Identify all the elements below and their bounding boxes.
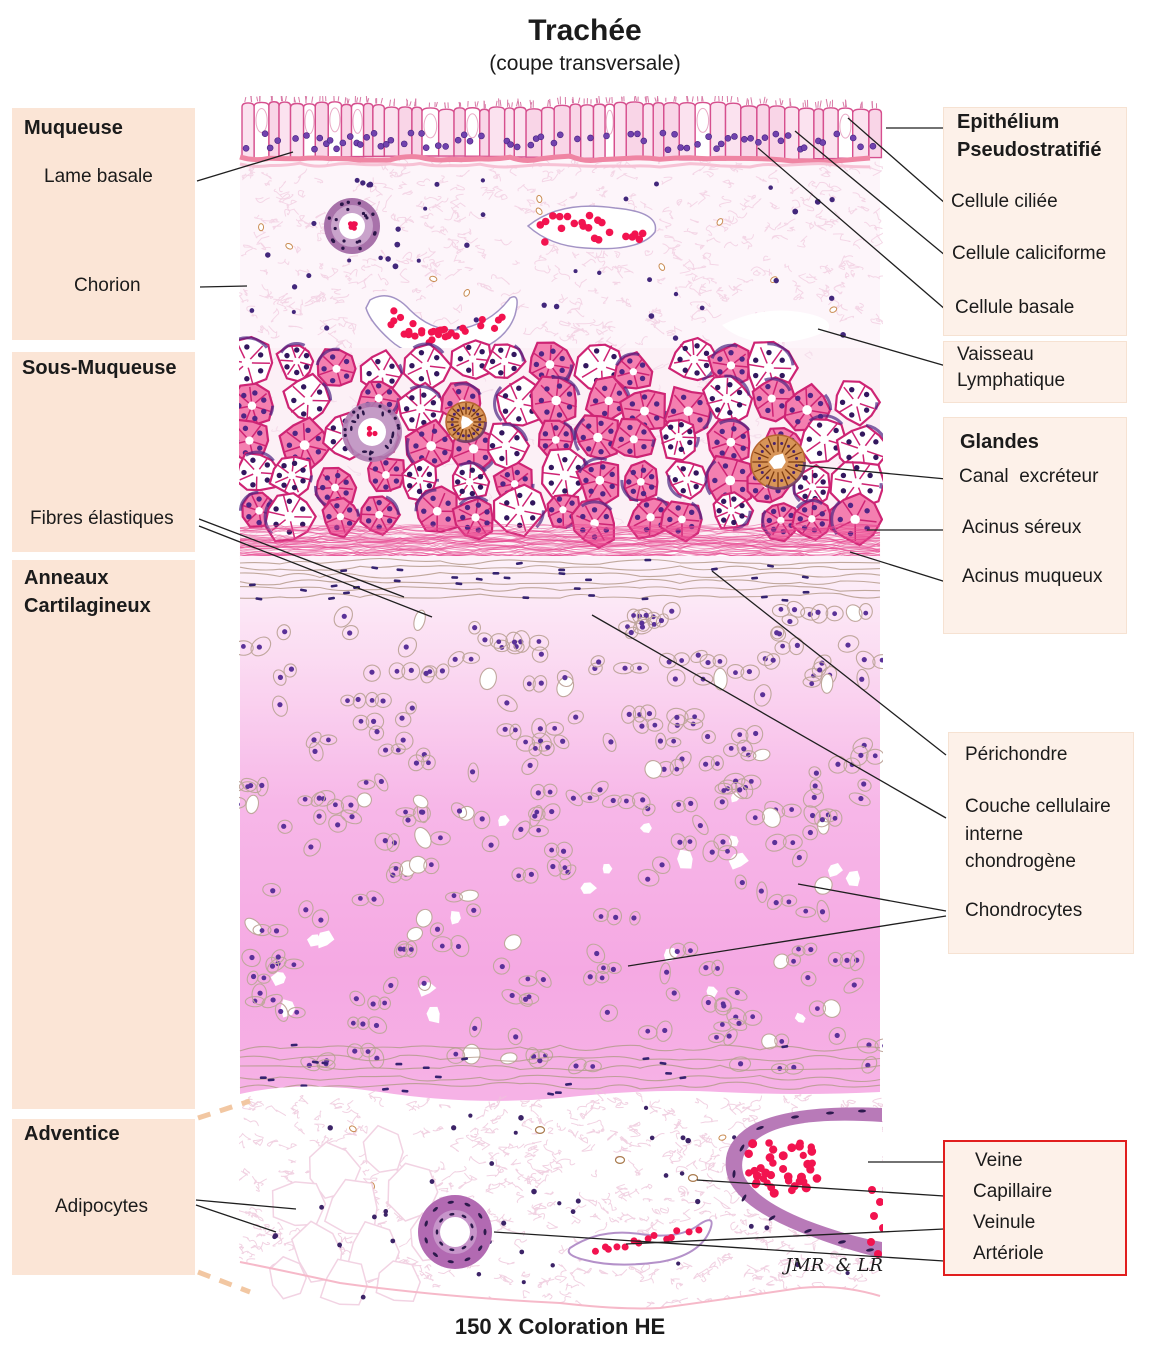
box-epithelium (943, 107, 1127, 336)
dash-adventice-top (197, 1098, 251, 1121)
pointer-adipocytes-2 (195, 1204, 277, 1233)
pointer-chondrocytes-1 (797, 883, 947, 912)
label-cellule-caliciforme: Cellule caliciforme (952, 243, 1107, 264)
label-acinus-sereux: Acinus séreux (962, 517, 1082, 538)
label-cellule-ciliee: Cellule ciliée (951, 191, 1058, 212)
page-subtitle: (coupe transversale) (489, 52, 681, 75)
adventice-dashed-connectors (197, 1098, 251, 1295)
pointer-chondrocytes-2 (627, 915, 947, 967)
label-cellule-basale: Cellule basale (955, 297, 1075, 318)
tissue-layers (239, 96, 883, 1326)
pointer-fibres-elastiques-2 (198, 525, 433, 618)
label-adventice: Adventice (24, 1123, 120, 1145)
pointer-veinule (625, 1228, 945, 1245)
pointer-lame-basale (196, 151, 294, 182)
magnification-caption: 150 X Coloration HE (454, 1314, 666, 1339)
label-epithelium-1: Epithélium (957, 111, 1060, 133)
label-perichondre: Périchondre (965, 744, 1068, 765)
pointer-acinus-muqueux (849, 551, 947, 583)
label-muqueuse: Muqueuse (24, 117, 123, 139)
label-anneaux: Anneaux (24, 567, 109, 589)
box-glandes (943, 417, 1127, 634)
pointer-capillaire (696, 1179, 945, 1197)
box-adventice (12, 1119, 195, 1275)
label-veinule: Veinule (973, 1212, 1036, 1233)
pointer-vaisseau-lymphatique (817, 328, 947, 367)
label-arteriole: Artériole (973, 1243, 1044, 1264)
label-epithelium-2: Pseudostratifié (957, 139, 1102, 161)
pointer-adipocytes-1 (195, 1199, 297, 1210)
box-anneaux-cartilagineux (12, 560, 195, 1109)
dash-adventice-bottom (197, 1269, 251, 1295)
pointer-couche-chondrogene (591, 614, 947, 819)
label-chondrocytes: Chondrocytes (965, 900, 1083, 921)
box-sous-muqueuse (12, 352, 195, 552)
box-vaisseaux-sanguins (943, 1140, 1127, 1276)
label-adipocytes: Adipocytes (55, 1196, 148, 1217)
label-acinus-muqueux: Acinus muqueux (962, 566, 1103, 587)
label-couche-2: interne (965, 824, 1024, 845)
label-couche-1: Couche cellulaire (965, 796, 1111, 817)
pointer-arteriole (493, 1231, 945, 1262)
label-canal-excreteur: Canal excréteur (959, 466, 1099, 487)
label-veine: Veine (975, 1150, 1023, 1171)
pointer-perichondre (711, 570, 947, 756)
annotation-pointer-lines (195, 117, 947, 1262)
box-cartilage-labels (948, 732, 1134, 954)
label-couche-3: chondrogène (965, 851, 1076, 872)
label-fibres-elastiques: Fibres élastiques (30, 508, 174, 529)
label-lame-basale: Lame basale (44, 166, 153, 187)
pointer-canal-excreteur (797, 464, 947, 480)
authors-signature: JMR & LR (785, 1255, 883, 1276)
label-chorion: Chorion (74, 275, 141, 296)
label-glandes: Glandes (960, 431, 1039, 453)
box-vaisseau-lymphatique (943, 341, 1127, 403)
label-vaisseau-1: Vaisseau (957, 344, 1034, 365)
label-vaisseau-2: Lymphatique (957, 370, 1066, 391)
pointer-cellule-basale (757, 147, 947, 311)
pointer-chorion (199, 285, 248, 288)
pointer-cellule-caliciforme (794, 130, 947, 257)
label-capillaire: Capillaire (973, 1181, 1053, 1202)
pointer-cellule-ciliee (847, 117, 947, 205)
box-muqueuse (12, 108, 195, 340)
pointer-fibres-elastiques-1 (198, 518, 405, 598)
page-title: Trachée (528, 14, 642, 47)
label-sous-muqueuse: Sous-Muqueuse (22, 357, 177, 379)
label-cartilagineux: Cartilagineux (24, 595, 151, 617)
